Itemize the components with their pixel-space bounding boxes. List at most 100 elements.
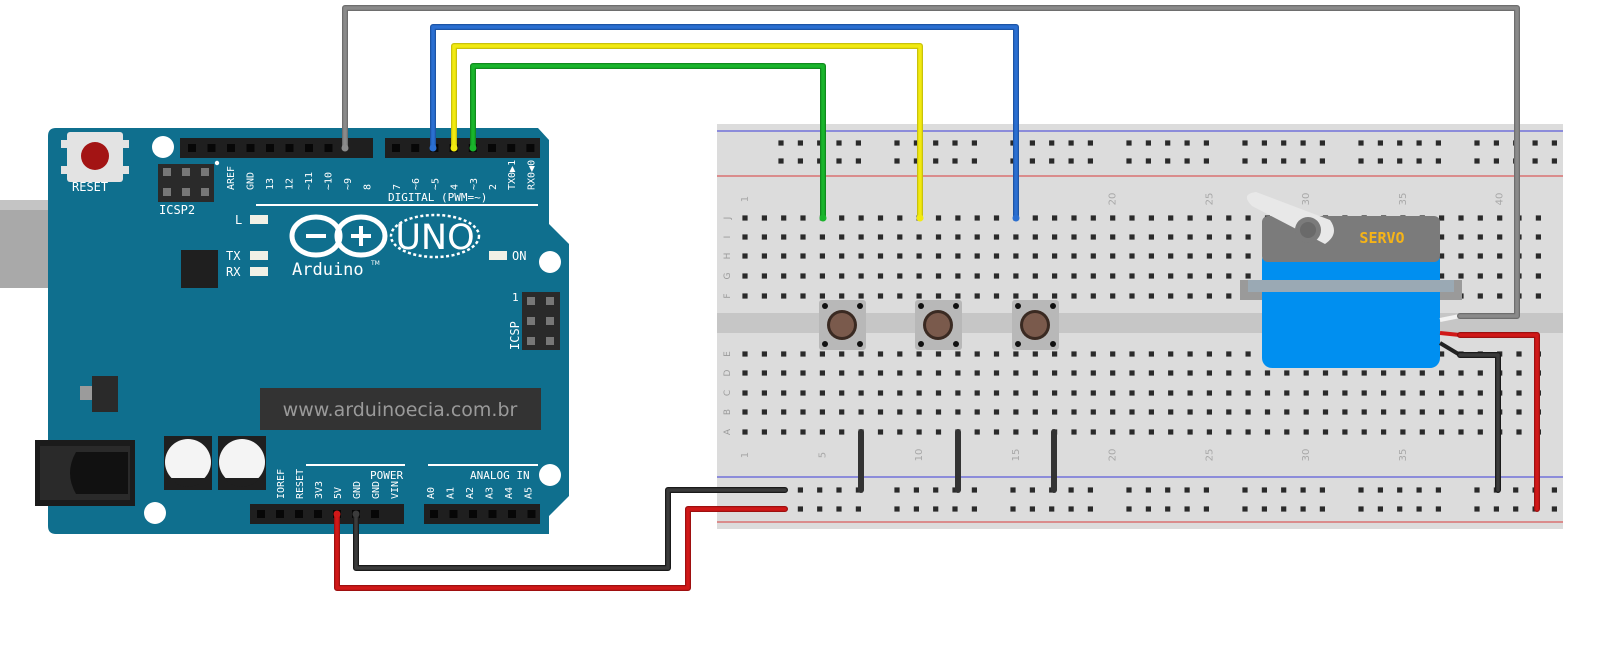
column-number: 1 xyxy=(740,452,751,458)
header-socket[interactable] xyxy=(430,510,438,518)
pin-label: RESET xyxy=(295,469,306,499)
icsp-pin1-label: 1 xyxy=(512,291,519,304)
breadboard-hole xyxy=(1245,234,1251,240)
row-letter: F xyxy=(723,293,733,298)
breadboard-hole xyxy=(742,351,748,357)
header-socket[interactable] xyxy=(305,144,313,152)
breadboard-hole xyxy=(897,429,903,435)
breadboard-hole xyxy=(1226,234,1232,240)
header-socket[interactable] xyxy=(188,144,196,152)
breadboard-hole xyxy=(955,293,961,299)
header-socket[interactable] xyxy=(276,510,284,518)
column-number: 1 xyxy=(740,196,751,202)
breadboard-hole xyxy=(742,273,748,279)
breadboard-hole xyxy=(800,293,806,299)
header-socket[interactable] xyxy=(371,510,379,518)
breadboard-hole xyxy=(781,273,787,279)
breadboard-hole xyxy=(800,370,806,376)
breadboard-hole xyxy=(916,351,922,357)
breadboard-hole xyxy=(916,234,922,240)
rail-hole xyxy=(1261,158,1267,164)
breadboard-hole xyxy=(781,234,787,240)
column-number: 30 xyxy=(1301,449,1312,462)
rail-hole xyxy=(1281,158,1287,164)
breadboard-hole xyxy=(742,215,748,221)
breadboard-hole xyxy=(1361,370,1367,376)
breadboard-hole xyxy=(1206,253,1212,259)
rail-hole xyxy=(1397,158,1403,164)
header-socket[interactable] xyxy=(324,144,333,152)
arduino-logo xyxy=(289,214,388,258)
column-number: 30 xyxy=(1301,193,1312,206)
breadboard-hole xyxy=(955,370,961,376)
push-button[interactable] xyxy=(819,300,866,350)
breadboard-hole xyxy=(819,273,825,279)
brand-label: Arduino xyxy=(292,260,364,280)
breadboard-hole xyxy=(781,370,787,376)
header-socket[interactable] xyxy=(266,144,274,152)
rail-hole xyxy=(1551,158,1557,164)
header-socket[interactable] xyxy=(246,144,255,152)
breadboard-hole xyxy=(1129,293,1135,299)
breadboard-hole xyxy=(1110,273,1116,279)
header-socket[interactable] xyxy=(392,144,400,152)
header-socket[interactable] xyxy=(507,144,516,152)
breadboard-hole xyxy=(858,234,864,240)
breadboard-hole xyxy=(955,409,961,415)
breadboard-hole xyxy=(1477,215,1483,221)
breadboard-hole xyxy=(1071,234,1077,240)
breadboard-hole xyxy=(1439,215,1445,221)
breadboard-hole xyxy=(1535,293,1541,299)
breadboard-hole xyxy=(1535,253,1541,259)
header-socket[interactable] xyxy=(285,144,294,152)
breadboard-hole xyxy=(1148,215,1154,221)
breadboard-hole xyxy=(955,253,961,259)
header-socket[interactable] xyxy=(257,510,265,518)
push-button[interactable] xyxy=(1012,300,1059,350)
breadboard-hole xyxy=(1071,429,1077,435)
breadboard-hole xyxy=(1013,351,1019,357)
breadboard-hole xyxy=(761,370,767,376)
header-socket[interactable] xyxy=(469,510,477,518)
breadboard-hole xyxy=(1400,409,1406,415)
breadboard-hole xyxy=(1477,234,1483,240)
breadboard-hole xyxy=(1148,253,1154,259)
header-socket[interactable] xyxy=(227,144,235,152)
breadboard-hole xyxy=(1110,409,1116,415)
led-tx-label: TX xyxy=(226,249,241,263)
rail-hole xyxy=(1493,140,1499,146)
header-socket[interactable] xyxy=(508,510,516,518)
rail-hole xyxy=(1029,487,1035,493)
mounting-hole xyxy=(539,464,561,486)
breadboard-hole xyxy=(1516,409,1522,415)
breadboard-hole xyxy=(1264,409,1271,415)
rail-hole xyxy=(797,140,803,146)
header-socket[interactable] xyxy=(526,144,535,152)
breadboard-hole xyxy=(935,429,942,435)
breadboard-hole xyxy=(1052,215,1058,221)
led-rx xyxy=(250,267,268,276)
header-socket[interactable] xyxy=(295,510,303,518)
push-button[interactable] xyxy=(915,300,962,350)
header-socket[interactable] xyxy=(488,510,497,518)
pin-label: A0 xyxy=(426,487,437,499)
header-socket[interactable] xyxy=(314,510,322,518)
breadboard-hole xyxy=(916,409,922,415)
header-socket[interactable] xyxy=(207,144,216,152)
breadboard-hole xyxy=(761,215,767,221)
breadboard-hole xyxy=(1516,390,1522,396)
breadboard-hole xyxy=(1284,370,1290,376)
header-socket[interactable] xyxy=(488,144,496,152)
header-socket[interactable] xyxy=(449,510,458,518)
icsp-header xyxy=(522,292,560,350)
rail-hole xyxy=(971,140,977,146)
header-socket[interactable] xyxy=(411,144,420,152)
breadboard-hole xyxy=(974,293,980,299)
header-socket[interactable] xyxy=(527,510,536,518)
breadboard-hole xyxy=(1381,390,1387,396)
digital-header-right xyxy=(385,138,540,158)
rail-hole xyxy=(1126,158,1132,164)
pin-label: A1 xyxy=(446,487,457,499)
reset-button[interactable] xyxy=(61,132,129,182)
breadboard-hole xyxy=(1032,273,1038,279)
